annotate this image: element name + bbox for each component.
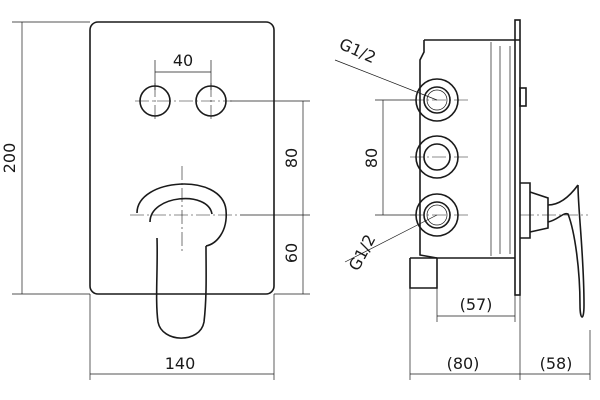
front-view: 200 40 80 60 140 (0, 21, 310, 380)
dimension-80-60: 80 60 (230, 100, 310, 295)
dim-57-label: (57) (460, 295, 493, 314)
lever-handle (130, 166, 240, 339)
side-view: G1/2 G1/2 80 (57) (80) (58) (334, 19, 591, 380)
valve-body-left (419, 40, 438, 259)
cover-plate (89, 21, 275, 295)
dim-40-label: 40 (173, 51, 193, 70)
thread-bottom-label: G1/2 (345, 231, 380, 274)
thread-label-bottom: G1/2 (345, 214, 438, 274)
dimension-80-58: (80) (58) (409, 288, 591, 380)
dim-60-label: 60 (282, 243, 301, 263)
dim-140-label: 140 (165, 354, 196, 373)
dimension-57: (57) (436, 288, 516, 322)
dim-200-label: 200 (0, 143, 19, 174)
dimension-200: 200 (0, 21, 90, 295)
wall-plate (514, 19, 521, 296)
ports (410, 78, 470, 237)
dim-side-80-label: 80 (362, 148, 381, 168)
dim-80-depth-label: (80) (447, 354, 480, 373)
dim-58-label: (58) (540, 354, 573, 373)
dim-80-label: 80 (282, 148, 301, 168)
thread-top-label: G1/2 (336, 34, 379, 67)
thread-label-top: G1/2 (334, 34, 438, 101)
dimension-140: 140 (89, 294, 275, 380)
lever-handle-side (520, 182, 588, 318)
dimension-40: 40 (154, 51, 212, 90)
mounting-plate (409, 258, 438, 289)
dimension-side-80: 80 (362, 99, 416, 216)
